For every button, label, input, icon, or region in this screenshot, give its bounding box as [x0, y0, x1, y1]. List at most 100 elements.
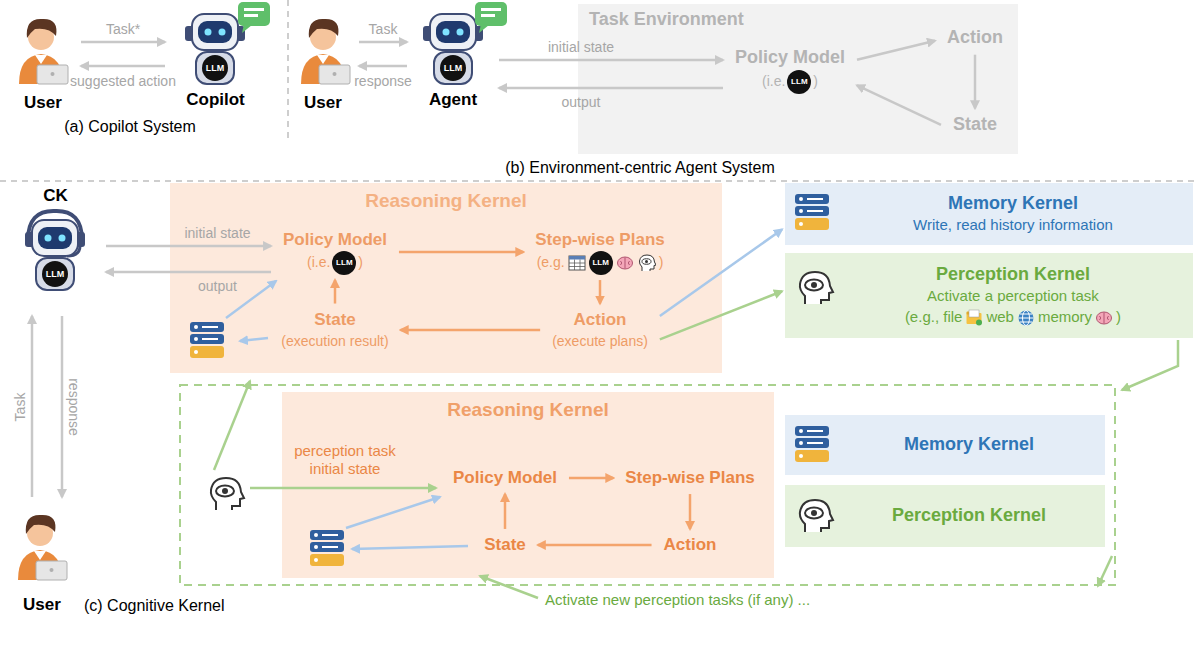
text-line: Reasoning Kernel [174, 189, 718, 214]
illustration-part [811, 510, 817, 516]
brain-icon [616, 254, 634, 272]
kernel-agent: CK [8, 185, 103, 313]
node-text: ) [1116, 308, 1121, 325]
illustration-part [211, 478, 244, 510]
dashed-group [180, 385, 1115, 585]
illustration-part [51, 72, 55, 76]
edge-label: response [66, 378, 82, 436]
illustration-part [310, 542, 344, 552]
illustration-part [25, 211, 85, 290]
connector [857, 85, 941, 125]
illustration-part [430, 14, 476, 50]
text-line: User [290, 92, 356, 114]
illustration-part [198, 21, 232, 43]
action-node: Action (execute plans) [543, 307, 657, 354]
text-block: Policy Model [452, 467, 558, 489]
illustration-part [50, 568, 54, 572]
globe-icon [1017, 309, 1035, 327]
illustration-part [32, 220, 78, 256]
reasoning-kernel: Reasoning KernelPolicy Model(i.e.LLM)Ste… [170, 183, 722, 373]
node-text: (execute plans) [552, 333, 648, 349]
text-block: State(execution result) [280, 309, 389, 352]
illustration-part [42, 261, 68, 287]
flow-arrow [346, 497, 440, 528]
text-block: User [290, 92, 356, 114]
illustration-part [301, 19, 350, 84]
policy-model: Policy Model(i.e.LLM) [726, 44, 854, 95]
illustration-part [799, 209, 803, 213]
table-icon [568, 254, 586, 272]
node-text: memory [1038, 308, 1092, 325]
text-line: User [8, 92, 78, 114]
illustration-part [799, 441, 803, 445]
illustration-part [807, 198, 823, 200]
edge-label: output [562, 94, 601, 110]
text-line: Action [946, 26, 1004, 49]
flow-arrow [1098, 556, 1112, 586]
text-line: (e.g.LLM) [534, 251, 665, 275]
text-block: Policy Model(i.e.LLM) [734, 46, 846, 93]
illustration-part [800, 272, 833, 304]
node-text: Activate a perception task [927, 287, 1099, 304]
node-title: User [24, 93, 62, 112]
illustration-part [423, 14, 483, 84]
text-block: State [952, 113, 998, 136]
text-line: Step-wise Plans [624, 467, 755, 489]
action-node: Action [655, 532, 726, 558]
illustration-part [481, 14, 495, 17]
caption: (c) Cognitive Kernel [84, 597, 225, 615]
region-background [785, 415, 1105, 475]
llm-badge: LLM [589, 251, 613, 275]
illustration-part [322, 546, 338, 548]
illustration-part [216, 486, 234, 497]
plans-node: Step-wise Plans [616, 465, 763, 491]
text-block: Action (execute plans) [551, 309, 649, 352]
node-title: Reasoning Kernel [365, 190, 527, 211]
illustration-part [219, 29, 226, 36]
illustration-part [795, 218, 829, 230]
text-line: (i.e.LLM) [282, 251, 388, 275]
illustration-part [244, 8, 264, 11]
illustration-part [800, 500, 833, 532]
state-node: State [475, 532, 535, 558]
illustration-part [185, 14, 245, 84]
illustration-part [37, 65, 68, 84]
connector [974, 55, 977, 109]
text-line: Action [663, 534, 718, 556]
node-text: web [986, 308, 1014, 325]
node-text: (i.e. [762, 73, 785, 89]
illustration-part [196, 52, 234, 84]
illustration-part [457, 29, 464, 36]
connector [31, 316, 34, 497]
illustration-part [481, 8, 501, 11]
illustration-part [811, 282, 817, 288]
eye-icon [638, 254, 656, 272]
connector [499, 59, 723, 62]
illustration-part [310, 530, 344, 566]
illustration-part [27, 19, 57, 38]
node-title: Policy Model [283, 230, 387, 249]
text-line: Memory Kernel [903, 433, 1035, 456]
illustration-part [434, 52, 472, 84]
action-node: Action [938, 24, 1012, 51]
illustration-part [805, 280, 823, 291]
connector [660, 291, 782, 339]
node-title: Copilot [186, 90, 245, 109]
text-line: Policy Model [734, 46, 846, 69]
text-line: Action [551, 309, 649, 331]
illustration-part [194, 350, 198, 354]
edge-label: initial state [548, 39, 614, 55]
node-title: CK [43, 186, 68, 205]
node-title: Action [574, 310, 627, 329]
text-line: Reasoning Kernel [286, 398, 770, 423]
node-title: Policy Model [735, 47, 845, 67]
illustration-part [440, 55, 466, 81]
panel-separator [287, 0, 289, 140]
illustration-part [202, 326, 218, 328]
node-title: Perception Kernel [936, 264, 1090, 284]
illustration-part [211, 478, 244, 510]
text-line: Agent [410, 89, 496, 111]
text-line: (execute plans) [551, 331, 649, 352]
text-line: Task Environment [588, 8, 1008, 31]
